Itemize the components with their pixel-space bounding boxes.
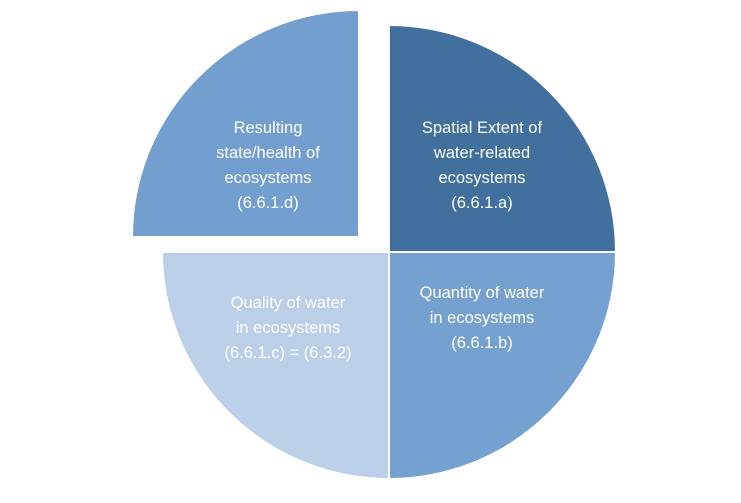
segment-spatial-extent (388, 23, 618, 253)
label-quantity-of-water: Quantity of water in ecosystems (6.6.1.b… (419, 284, 545, 352)
label-quality-of-water: Quality of water in ecosystems (6.6.1.c)… (224, 294, 352, 362)
segment-resulting-state (130, 8, 360, 238)
label-spatial-extent: Spatial Extent of water-related ecosyste… (421, 119, 543, 212)
label-resulting-state: Resulting state/health of ecosystems (6.… (216, 119, 320, 212)
segment-quantity-of-water (388, 251, 618, 481)
segment-quality-of-water (160, 251, 390, 481)
